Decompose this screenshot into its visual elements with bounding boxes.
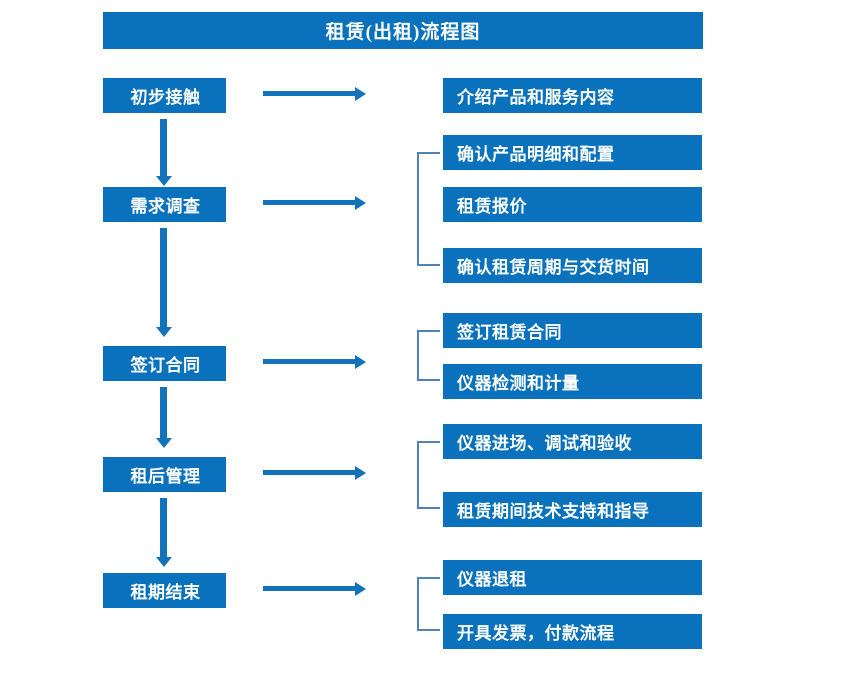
stage-box-1[interactable]: 初步接触 xyxy=(103,78,226,113)
group-bracket-1 xyxy=(417,152,440,266)
flowchart-title: 租赁(出租)流程图 xyxy=(103,12,703,49)
horizontal-arrow-1 xyxy=(263,91,355,96)
stage-box-3[interactable]: 签订合同 xyxy=(103,346,226,381)
vertical-arrow-2 xyxy=(160,228,167,328)
horizontal-arrow-5 xyxy=(263,586,355,591)
detail-box-5[interactable]: 签订租赁合同 xyxy=(443,313,702,348)
vertical-arrow-1 xyxy=(160,119,167,177)
stage-box-4[interactable]: 租后管理 xyxy=(103,457,226,492)
group-bracket-4 xyxy=(417,577,440,631)
detail-box-3[interactable]: 租赁报价 xyxy=(443,187,702,222)
detail-box-8[interactable]: 租赁期间技术支持和指导 xyxy=(443,492,702,527)
stage-box-5[interactable]: 租期结束 xyxy=(103,573,226,608)
detail-box-10[interactable]: 开具发票，付款流程 xyxy=(443,614,702,649)
detail-box-6[interactable]: 仪器检测和计量 xyxy=(443,364,702,399)
stage-box-2[interactable]: 需求调查 xyxy=(103,187,226,222)
detail-box-4[interactable]: 确认租赁周期与交货时间 xyxy=(443,248,702,283)
vertical-arrow-3 xyxy=(160,387,167,439)
group-bracket-3 xyxy=(417,441,440,509)
horizontal-arrow-4 xyxy=(263,470,355,475)
detail-box-9[interactable]: 仪器退租 xyxy=(443,560,702,595)
detail-box-2[interactable]: 确认产品明细和配置 xyxy=(443,135,702,170)
horizontal-arrow-2 xyxy=(263,200,355,205)
horizontal-arrow-3 xyxy=(263,359,355,364)
detail-box-1[interactable]: 介绍产品和服务内容 xyxy=(443,78,702,113)
vertical-arrow-4 xyxy=(160,498,167,558)
detail-box-7[interactable]: 仪器进场、调试和验收 xyxy=(443,424,702,459)
group-bracket-2 xyxy=(417,330,440,381)
